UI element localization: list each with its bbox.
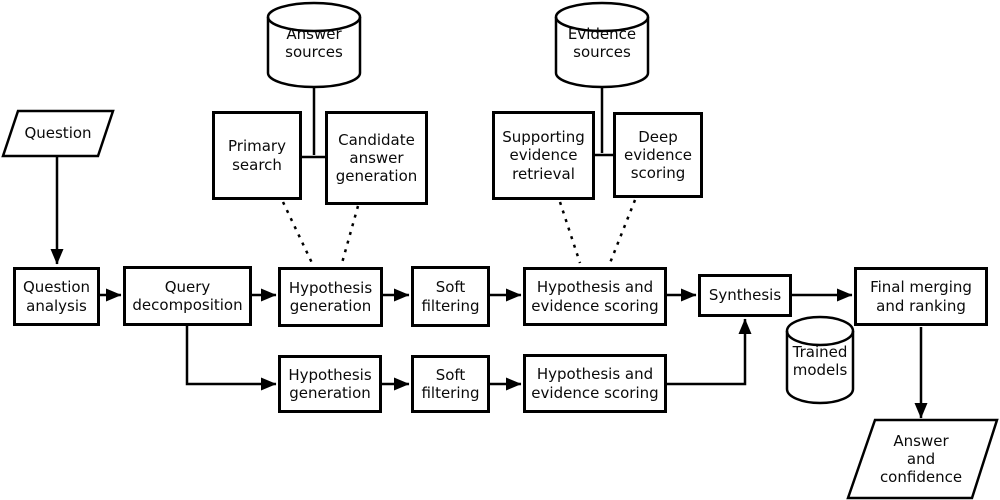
hypothesis-evidence-scoring-bottom-label: Hypothesis and evidence scoring: [531, 365, 659, 402]
synthesis-box: Synthesis: [698, 274, 792, 317]
supporting-evidence-retrieval-box: Supporting evidence retrieval: [492, 111, 595, 200]
soft-filtering-bottom-label: Soft filtering: [421, 365, 480, 402]
primary-search-label: Primary search: [228, 137, 286, 174]
hypothesis-evidence-scoring-top-label: Hypothesis and evidence scoring: [531, 278, 659, 315]
soft-filtering-bottom-box: Soft filtering: [411, 355, 490, 413]
answer-sources-cylinder-rim: [266, 16, 362, 33]
hypothesis-generation-top-label: Hypothesis generation: [288, 278, 373, 315]
question-analysis-label: Question analysis: [22, 278, 91, 315]
deep-evidence-scoring-label: Deep evidence scoring: [623, 127, 692, 183]
final-merging-ranking-label: Final merging and ranking: [870, 278, 972, 315]
candidate-answer-generation-label: Candidate answer generation: [335, 130, 418, 186]
hypothesis-evidence-scoring-top-box: Hypothesis and evidence scoring: [523, 267, 667, 326]
soft-filtering-top-label: Soft filtering: [421, 278, 480, 315]
candidate-answer-generation-box: Candidate answer generation: [325, 111, 428, 205]
hypothesis-generation-top-box: Hypothesis generation: [278, 267, 383, 327]
answer-sources-cylinder: [266, 1, 362, 89]
hypothesis-generation-bottom-box: Hypothesis generation: [278, 355, 382, 413]
arrow-query-decomposition-to-hypothesis-generation-bottom: [185, 326, 277, 391]
answer-confidence-parallelogram: [846, 418, 999, 500]
dashed-candidate-to-hypothesis-generation: [340, 205, 360, 264]
dashed-supporting-to-evidence-scoring: [558, 201, 582, 264]
primary-search-box: Primary search: [212, 111, 302, 200]
supporting-evidence-retrieval-label: Supporting evidence retrieval: [502, 128, 585, 183]
hypothesis-generation-bottom-label: Hypothesis generation: [288, 365, 372, 402]
trained-models-cylinder: [785, 315, 855, 405]
soft-filtering-top-box: Soft filtering: [411, 266, 490, 327]
evidence-sources-cylinder-rim: [554, 16, 650, 33]
hypothesis-evidence-scoring-bottom-box: Hypothesis and evidence scoring: [523, 354, 667, 413]
question-analysis-box: Question analysis: [13, 267, 100, 326]
synthesis-label: Synthesis: [708, 286, 782, 305]
evidence-sources-cylinder: [554, 1, 650, 89]
dashed-primary-search-to-hypothesis-generation: [281, 201, 314, 264]
arrow-evidence-scoring-bottom-to-synthesis: [667, 318, 752, 386]
final-merging-ranking-box: Final merging and ranking: [854, 267, 988, 326]
dashed-deep-to-evidence-scoring: [608, 199, 637, 264]
trained-models-cylinder-rim: [785, 330, 855, 347]
question-parallelogram: [1, 109, 115, 158]
query-decomposition-box: Query decomposition: [123, 266, 252, 326]
deep-evidence-scoring-box: Deep evidence scoring: [613, 112, 703, 198]
query-decomposition-label: Query decomposition: [132, 277, 243, 314]
